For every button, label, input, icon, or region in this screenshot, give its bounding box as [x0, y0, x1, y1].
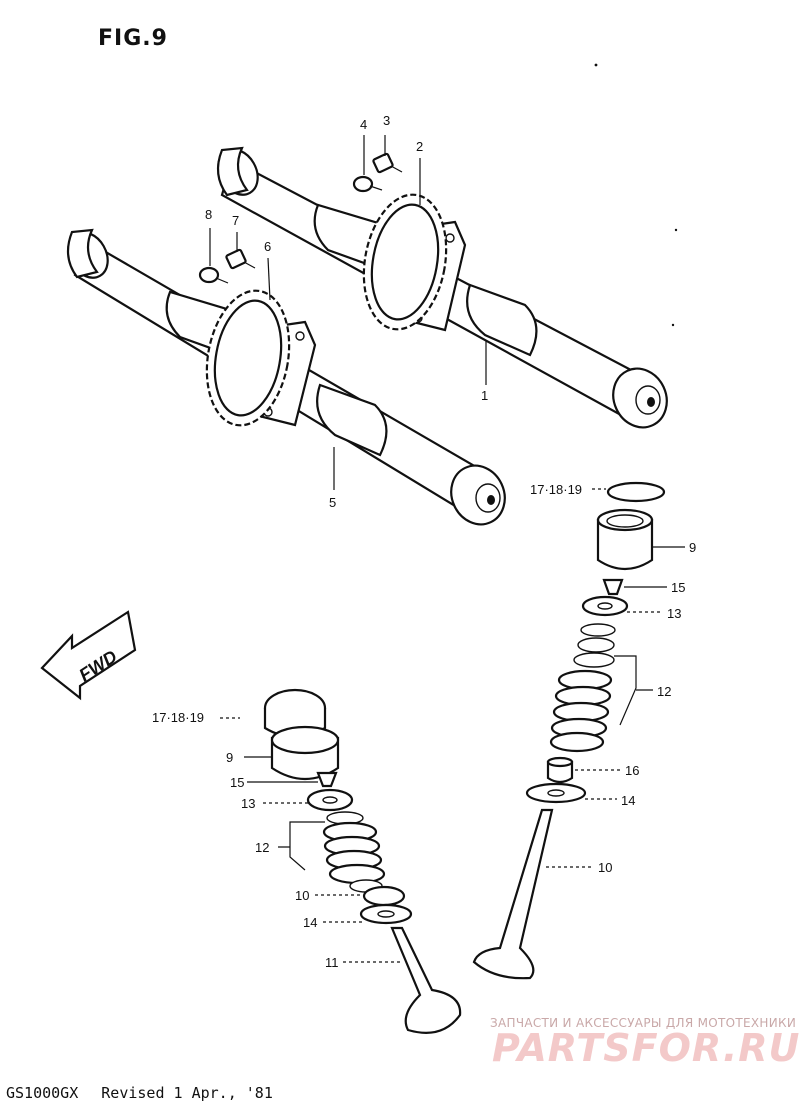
- callout-right-seat: 14: [621, 793, 635, 808]
- callout-left-cotter: 15: [230, 775, 244, 790]
- left-spring[interactable]: [322, 811, 386, 893]
- callout-right-valve: 10: [598, 860, 612, 875]
- callout-2: 2: [416, 139, 423, 154]
- footer: GS1000GX Revised 1 Apr., '81: [6, 1084, 287, 1102]
- callout-5: 5: [329, 495, 336, 510]
- washer-8[interactable]: [198, 266, 229, 284]
- callout-3: 3: [383, 113, 390, 128]
- footer-model: GS1000GX: [6, 1084, 79, 1102]
- callout-6: 6: [264, 239, 271, 254]
- right-valve[interactable]: [472, 808, 554, 980]
- callout-left-seat: 14: [303, 915, 317, 930]
- footer-revision: Revised 1 Apr., '81: [101, 1084, 273, 1102]
- sprocket-bolt-3[interactable]: [372, 152, 403, 174]
- figure-title: FIG.9: [98, 26, 168, 51]
- callout-right-cotter: 15: [671, 580, 685, 595]
- sprocket-bolt-7[interactable]: [225, 248, 256, 270]
- watermark-brand: PARTSFOR.RU: [492, 1026, 800, 1070]
- right-cotter[interactable]: [602, 578, 624, 596]
- right-tappet[interactable]: [596, 508, 654, 571]
- watermark-tagline: ЗАПЧАСТИ И АКСЕССУАРЫ ДЛЯ МОТОТЕХНИКИ: [490, 1016, 797, 1030]
- washer-4[interactable]: [352, 175, 383, 193]
- callout-left-retainer: 13: [241, 796, 255, 811]
- callout-left-tappet: 9: [226, 750, 233, 765]
- left-retainer[interactable]: [306, 788, 354, 812]
- callout-left-valve: 11: [325, 955, 339, 970]
- left-tappet[interactable]: [270, 725, 340, 780]
- right-stem-seal[interactable]: [546, 756, 574, 784]
- callout-8: 8: [205, 207, 212, 222]
- left-valve[interactable]: [390, 926, 462, 1034]
- left-stem-seal[interactable]: [362, 885, 406, 907]
- left-spring-seat[interactable]: [359, 903, 413, 925]
- callout-right-spring: 12: [657, 684, 671, 699]
- cam-sprocket-6[interactable]: [197, 284, 299, 432]
- callout-right-tappet: 9: [689, 540, 696, 555]
- right-spring[interactable]: [549, 623, 616, 753]
- callout-right-stem-seal: 16: [625, 763, 639, 778]
- cam-sprocket-2[interactable]: [354, 188, 456, 336]
- callout-left-spring: 12: [255, 840, 269, 855]
- callout-4: 4: [360, 117, 367, 132]
- right-shim[interactable]: [606, 481, 666, 503]
- fwd-arrow: FWD: [40, 610, 137, 701]
- right-retainer[interactable]: [581, 595, 629, 617]
- callout-left-shim: 17·18·19: [152, 710, 204, 725]
- callout-right-retainer: 13: [667, 606, 681, 621]
- right-spring-seat[interactable]: [525, 782, 587, 804]
- callout-left-stem-seal: 10: [295, 888, 309, 903]
- left-cotter[interactable]: [316, 771, 338, 788]
- callout-7: 7: [232, 213, 239, 228]
- callout-right-shim: 17·18·19: [530, 482, 582, 497]
- callout-1: 1: [481, 388, 488, 403]
